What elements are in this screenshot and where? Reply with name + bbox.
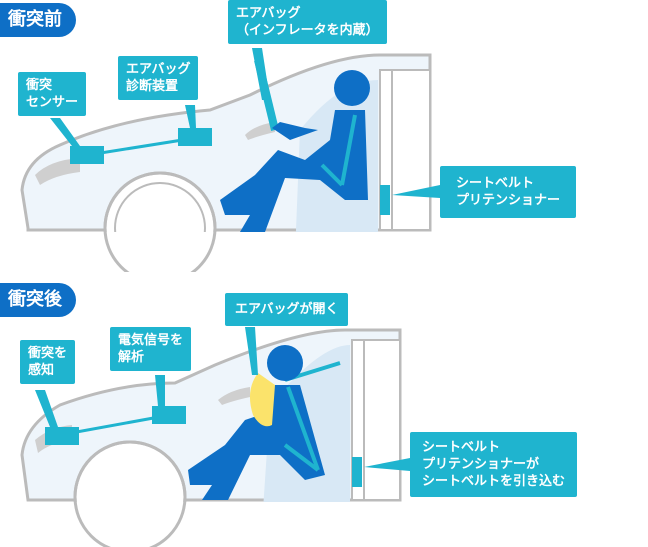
pretensioner-unit [352,457,362,487]
label-airbag-opens: エアバッグが開く [225,293,349,326]
label-pretensioner-retracts: シートベルト プリテンショナーが シートベルトを引き込む [410,432,578,497]
diagnostic-unit [152,406,186,424]
pretensioner-unit [380,185,390,215]
wheel [73,440,187,547]
pillar [391,69,431,231]
sensor-unit [70,146,104,164]
before-collision-panel: 衝突前 エアバッグ （インフレータを内蔵） 衝突 センサー エアバッグ 診断装置… [0,0,648,272]
car-diagram-after [0,327,648,547]
pillar [363,339,401,501]
label-analyze-signal: 電気信号を 解析 [110,327,192,371]
label-airbag-diagnostic: エアバッグ 診断装置 [118,56,199,100]
wheel [103,171,217,272]
after-title-pill: 衝突後 [0,283,76,317]
side-mirror [218,387,250,405]
diagnostic-unit [178,128,212,146]
car-diagram-before [0,48,648,272]
wiring [87,136,196,157]
label-airbag: エアバッグ （インフレータを内蔵） [228,0,387,44]
label-collision-sensor: 衝突 センサー [18,72,87,116]
seatbelt [283,386,320,472]
label-pretensioner: シートベルト プリテンショナー [440,166,577,218]
after-collision-panel: 衝突後 エアバッグが開く 衝突を 感知 電気信号を 解析 シートベルト プリテン… [0,275,648,547]
before-title-pill: 衝突前 [0,3,76,37]
label-detect-collision: 衝突を 感知 [20,340,76,384]
seatbelt [320,114,357,187]
side-mirror [245,122,275,140]
person-icon [220,70,370,232]
airbag-deployed-icon [249,373,275,427]
sensor-unit [45,427,79,445]
headlight [35,158,80,185]
person-icon [188,345,325,500]
